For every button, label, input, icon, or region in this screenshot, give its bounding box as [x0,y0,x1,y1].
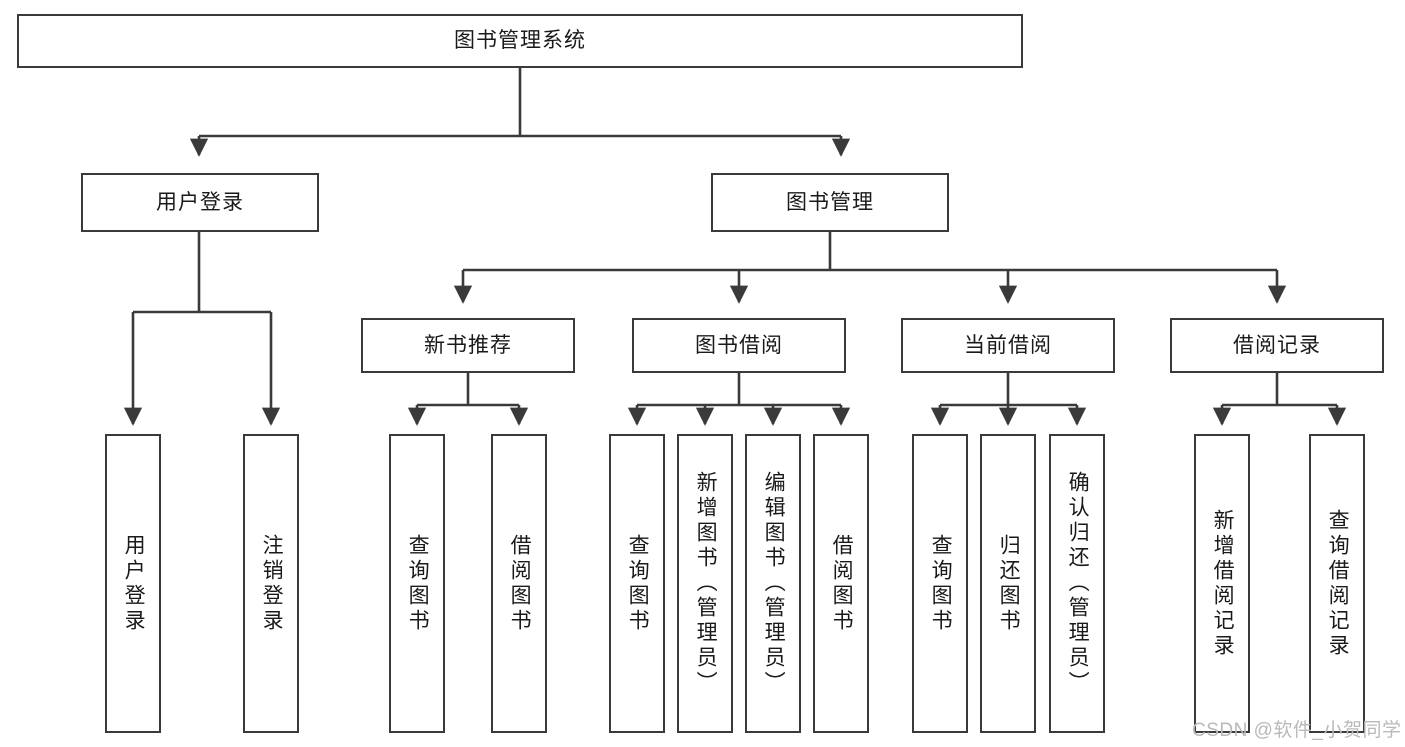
node-leaf-user-login-label: 用户登录 [122,533,146,634]
node-book-borrow[interactable]: 图书借阅 [632,318,846,373]
csdn-watermark: CSDN @软件_小贺同学 [1192,720,1402,741]
node-leaf-confirm-return-admin[interactable]: 确认归还（管理员） [1049,434,1105,733]
node-new-book-recommend[interactable]: 新书推荐 [361,318,575,373]
node-leaf-confirm-return-admin-label: 确认归还（管理员） [1066,471,1090,696]
node-leaf-query-borrow-record-label: 查询借阅记录 [1326,508,1350,659]
node-leaf-add-book-admin-label: 新增图书（管理员） [694,471,718,696]
node-user-login[interactable]: 用户登录 [81,173,319,232]
node-borrow-record[interactable]: 借阅记录 [1170,318,1384,373]
node-leaf-return-book[interactable]: 归还图书 [980,434,1036,733]
node-leaf-query-book-bb-label: 查询图书 [626,533,650,634]
node-leaf-edit-book-admin-label: 编辑图书（管理员） [762,471,786,696]
node-leaf-borrow-book-nb[interactable]: 借阅图书 [491,434,547,733]
node-leaf-query-book-nb-label: 查询图书 [406,533,430,634]
node-book-borrow-label: 图书借阅 [695,333,783,357]
node-leaf-add-borrow-record-label: 新增借阅记录 [1211,508,1235,659]
node-leaf-borrow-book-bb[interactable]: 借阅图书 [813,434,869,733]
node-root-label: 图书管理系统 [454,29,586,53]
node-leaf-logout-label: 注销登录 [260,533,284,634]
node-user-login-label: 用户登录 [156,190,244,214]
node-book-manage-label: 图书管理 [786,190,874,214]
node-leaf-query-book-nb[interactable]: 查询图书 [389,434,445,733]
node-leaf-borrow-book-bb-label: 借阅图书 [830,533,854,634]
node-borrow-record-label: 借阅记录 [1233,333,1321,357]
node-leaf-add-borrow-record[interactable]: 新增借阅记录 [1194,434,1250,733]
node-leaf-query-book-cb-label: 查询图书 [929,533,953,634]
node-new-book-recommend-label: 新书推荐 [424,333,512,357]
node-current-borrow-label: 当前借阅 [964,333,1052,357]
node-current-borrow[interactable]: 当前借阅 [901,318,1115,373]
node-root[interactable]: 图书管理系统 [17,14,1023,68]
node-leaf-user-login[interactable]: 用户登录 [105,434,161,733]
node-leaf-edit-book-admin[interactable]: 编辑图书（管理员） [745,434,801,733]
node-leaf-logout[interactable]: 注销登录 [243,434,299,733]
node-leaf-query-book-bb[interactable]: 查询图书 [609,434,665,733]
node-book-manage[interactable]: 图书管理 [711,173,949,232]
node-leaf-borrow-book-nb-label: 借阅图书 [508,533,532,634]
node-leaf-return-book-label: 归还图书 [997,533,1021,634]
node-leaf-query-book-cb[interactable]: 查询图书 [912,434,968,733]
node-leaf-add-book-admin[interactable]: 新增图书（管理员） [677,434,733,733]
node-leaf-query-borrow-record[interactable]: 查询借阅记录 [1309,434,1365,733]
